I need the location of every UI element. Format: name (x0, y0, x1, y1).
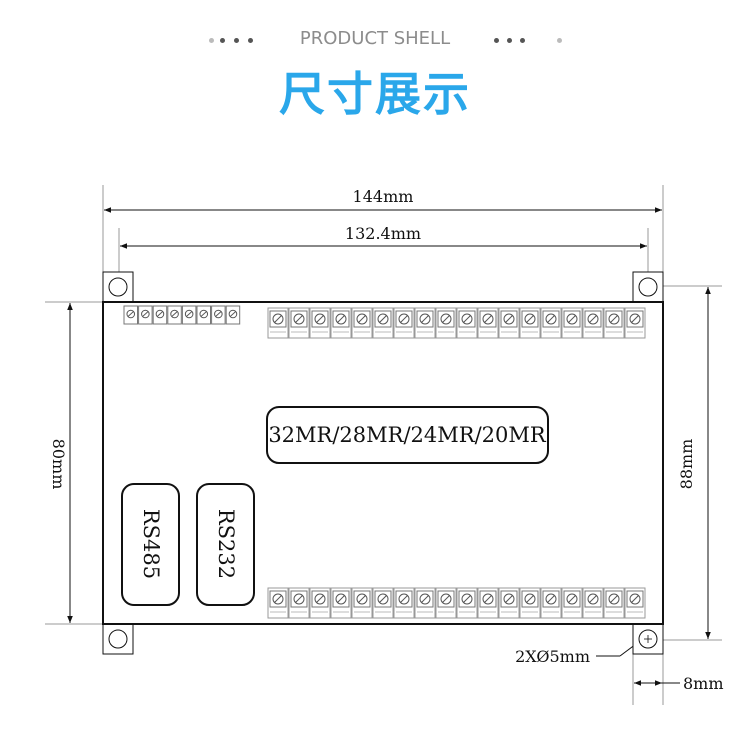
top-terminal (519, 307, 541, 339)
terminal-row-bottom (267, 587, 646, 619)
bottom-terminal (456, 587, 478, 619)
small-connector-pin (152, 305, 168, 325)
small-connector-pin (196, 305, 211, 325)
decor-dot-right-1 (494, 38, 499, 43)
bottom-terminal (477, 587, 499, 619)
page-title: 尺寸展示 (279, 67, 471, 121)
top-terminal (435, 307, 457, 339)
top-terminal (267, 307, 289, 339)
decor-dot-right-3 (520, 38, 525, 43)
top-terminal (288, 307, 310, 339)
decor-dot-left-2 (220, 38, 225, 43)
mount-tab-bottom-right (632, 623, 664, 655)
rs232-port-box (196, 483, 255, 606)
bottom-terminal (603, 587, 625, 619)
page-subtitle: PRODUCT SHELL (299, 28, 451, 49)
model-label-box (266, 406, 549, 464)
top-terminal (351, 307, 373, 339)
bottom-terminal (288, 587, 310, 619)
rs485-port-box (121, 483, 180, 606)
top-terminal (456, 307, 478, 339)
small-connector-pin (138, 305, 153, 325)
bottom-terminal (393, 587, 415, 619)
mount-hole-bottom-left (108, 629, 128, 649)
rs232-label: RS232 (214, 509, 238, 579)
top-terminal (309, 307, 331, 339)
top-terminal (372, 307, 394, 339)
bottom-terminal (435, 587, 457, 619)
top-terminal (477, 307, 499, 339)
terminal-row-top (267, 307, 646, 339)
top-terminal (414, 307, 436, 339)
extension-lines (45, 185, 722, 705)
small-connector-block (123, 305, 241, 325)
small-connector-pin (167, 305, 182, 325)
small-connector-pin (225, 305, 241, 325)
top-terminal (603, 307, 625, 339)
mount-hole-top-left (108, 277, 128, 297)
mounting-tabs (102, 271, 664, 655)
decor-dot-right-2 (507, 38, 512, 43)
decor-dot-left-1 (209, 38, 214, 43)
dim-text-8: 8mm (683, 674, 724, 693)
subtitle-row: PRODUCT SHELL (0, 28, 750, 52)
small-connector-pin (123, 305, 138, 325)
dim-text-144: 144mm (353, 187, 414, 206)
dim-text-88: 88mm (677, 439, 696, 490)
bottom-terminal (372, 587, 394, 619)
bottom-terminal (519, 587, 541, 619)
bottom-terminal (498, 587, 520, 619)
top-terminal (582, 307, 604, 339)
dim-text-hole: 2XØ5mm (515, 647, 590, 666)
decor-dot-right-4 (557, 38, 562, 43)
bottom-terminal (540, 587, 562, 619)
bottom-terminal (267, 587, 289, 619)
bottom-terminal (582, 587, 604, 619)
model-label: 32MR/28MR/24MR/20MR (268, 423, 547, 447)
decor-dot-left-4 (248, 38, 253, 43)
small-connector-pin (181, 305, 197, 325)
dim-text-80: 80mm (49, 439, 68, 490)
bottom-terminal (330, 587, 352, 619)
rs485-label: RS485 (139, 509, 163, 579)
page-header: PRODUCT SHELL 尺寸展示 (0, 0, 750, 130)
top-terminal (540, 307, 562, 339)
dim-text-132: 132.4mm (345, 224, 421, 243)
top-terminal (624, 307, 646, 339)
mount-hole-top-right (638, 277, 658, 297)
mount-tab-top-right (632, 271, 664, 303)
top-terminal (330, 307, 352, 339)
bottom-terminal (309, 587, 331, 619)
small-connector-pin (211, 305, 226, 325)
bottom-terminal (561, 587, 583, 619)
decor-dot-left-3 (234, 38, 239, 43)
top-terminal (498, 307, 520, 339)
bottom-terminal (414, 587, 436, 619)
top-terminal (393, 307, 415, 339)
top-terminal (561, 307, 583, 339)
bottom-terminal (624, 587, 646, 619)
bottom-terminal (351, 587, 373, 619)
